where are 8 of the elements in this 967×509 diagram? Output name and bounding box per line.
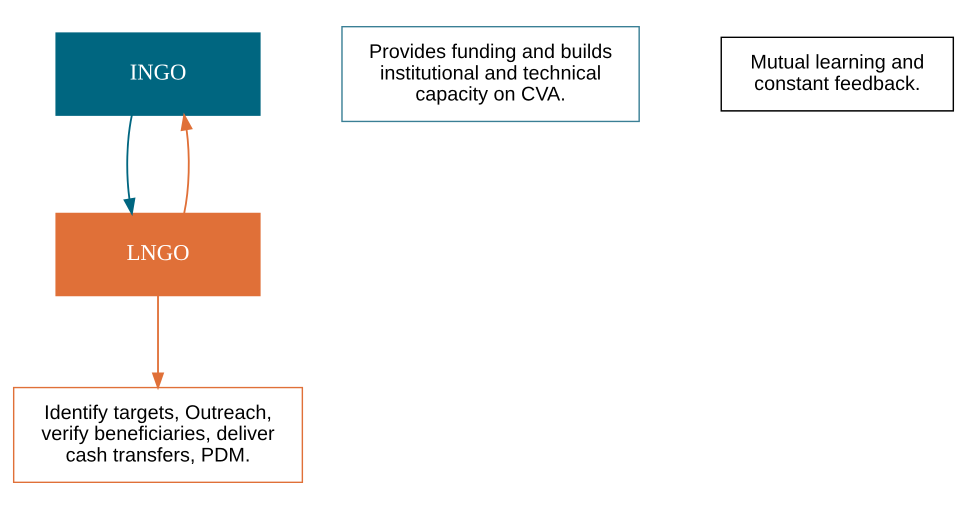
arrow xyxy=(152,296,164,390)
arrow xyxy=(180,112,193,214)
node-box: INGO xyxy=(55,32,261,116)
node-box: Identify targets, Outreach, verify beneficiaries, deliver cash transfers, PDM. xyxy=(12,386,304,484)
node-box: Provides funding and builds institutional and technical capacity on CVA. xyxy=(341,26,640,122)
arrow xyxy=(123,115,136,216)
node-box: Mutual learning and constant feedback. xyxy=(720,36,954,112)
node-box: LNGO xyxy=(55,212,261,296)
